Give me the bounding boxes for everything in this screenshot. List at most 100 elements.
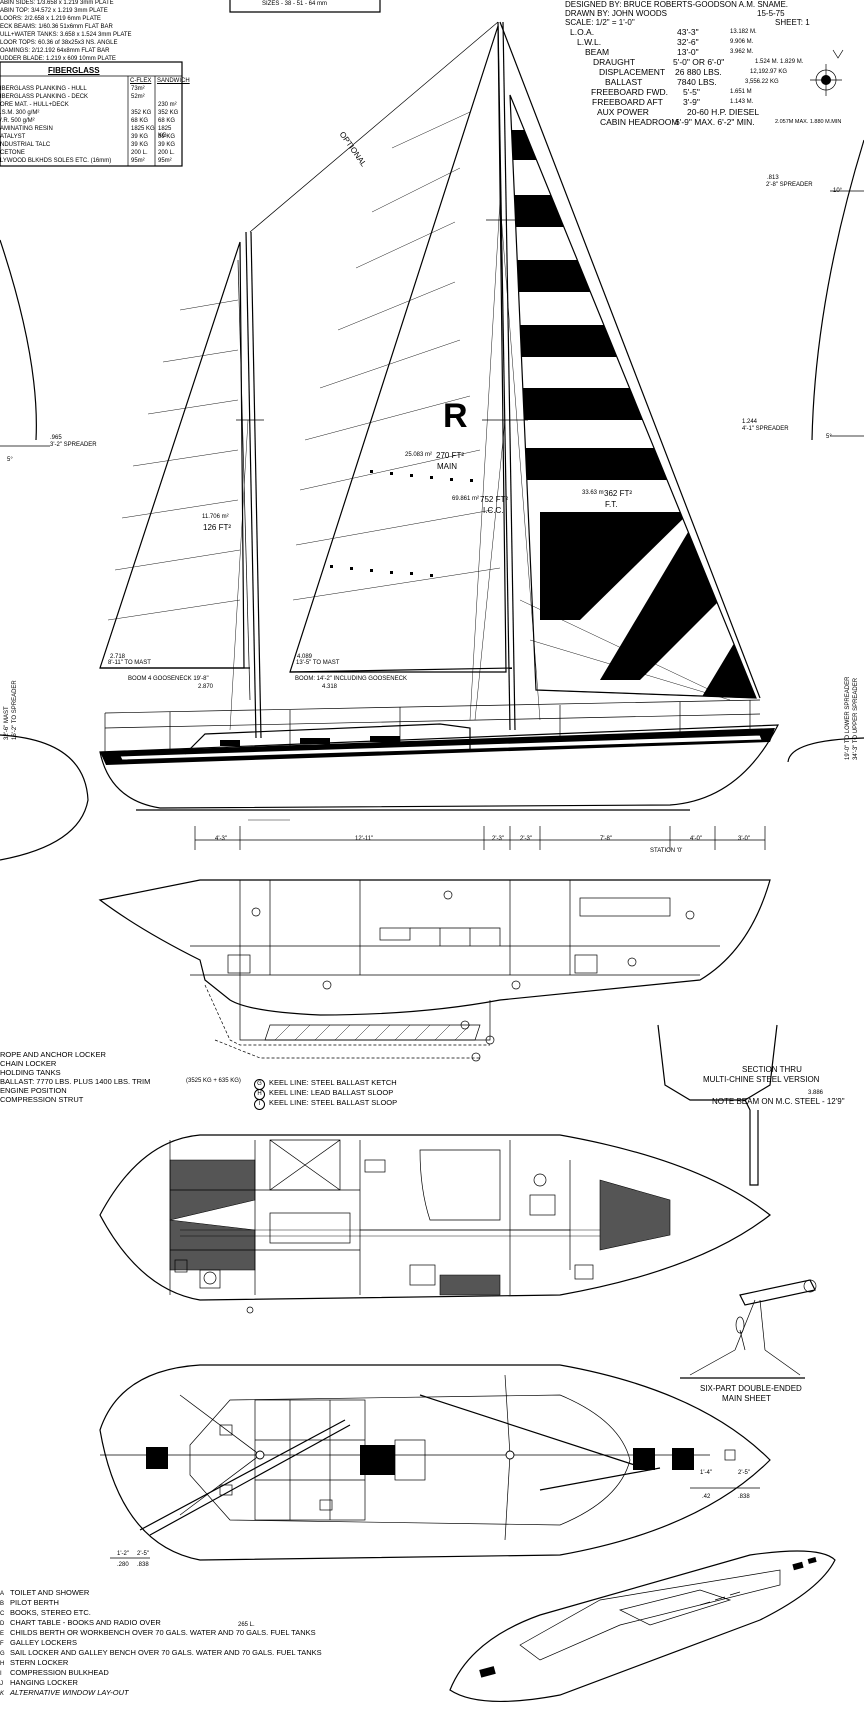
row-sandwich: 39 KG xyxy=(158,134,176,140)
fore-area-metric: 69.861 m² xyxy=(452,496,480,502)
spec-label: BEAM xyxy=(585,47,610,57)
accommodation-plan xyxy=(99,1134,771,1314)
section-thru-drawing xyxy=(657,1024,778,1186)
right-section-detail xyxy=(787,139,864,763)
left-spreader-dim: 16'-2" TO SPREADER xyxy=(12,680,18,740)
station-zero-label: STATION '0' xyxy=(650,848,683,854)
legend-key: I xyxy=(254,1099,265,1110)
station-dim: 4'-0" xyxy=(690,836,702,842)
legend-text: KEEL LINE: STEEL BALLAST KETCH xyxy=(269,1078,397,1087)
legend-left: ROPE AND ANCHOR LOCKER CHAIN LOCKER HOLD… xyxy=(0,1050,260,1106)
row-item: .S.M. 300 g/M² xyxy=(0,110,40,116)
deck-dim-c-metric: .280 xyxy=(117,1562,129,1568)
row-item: /.R. 500 g/M² xyxy=(0,118,35,124)
material-line: LOOR TOPS: 60.36 of 38x25x3 NS. ANGLE xyxy=(0,40,118,46)
spec-label: FREEBOARD FWD. xyxy=(591,87,668,97)
legend-item: COMPRESSION STRUT xyxy=(0,1095,84,1104)
row-item: AMINATING RESIN xyxy=(0,126,53,132)
row-cflex: 73m² xyxy=(131,86,145,92)
boom-ketch-metric: 2.870 xyxy=(198,684,214,690)
station-dim: 2'-3" xyxy=(520,836,532,842)
legend-text: SAIL LOCKER AND GALLEY BENCH OVER 70 GAL… xyxy=(10,1648,322,1657)
spec-label: DRAUGHT xyxy=(593,57,636,67)
mizzen-area-metric: 11.706 m² xyxy=(202,514,229,520)
deck-dim-c: 1'-2" xyxy=(117,1551,129,1557)
legend-item: CHAIN LOCKER xyxy=(0,1059,57,1068)
row-sandwich: 39 KG xyxy=(158,142,176,148)
row-cflex: 52m² xyxy=(131,94,145,100)
spec-metric: 12,192.97 KG xyxy=(750,69,788,75)
deck-dim-d: 2'-5" xyxy=(137,1551,149,1557)
fiberglass-heading: FIBERGLASS xyxy=(48,66,100,75)
spec-value: 32'-6" xyxy=(677,37,699,47)
legend-key: C xyxy=(0,1611,5,1617)
spreader-mid: 4'-1" SPREADER xyxy=(742,426,789,432)
legend-text: KEEL LINE: LEAD BALLAST SLOOP xyxy=(269,1088,394,1097)
left-section-detail xyxy=(0,239,89,861)
row-sandwich: 230 m² xyxy=(158,102,177,108)
row-item: ORE MAT. - HULL+DECK xyxy=(0,102,69,108)
spec-label: DISPLACEMENT xyxy=(599,67,666,77)
mainsheet-title: SIX-PART DOUBLE-ENDED xyxy=(700,1384,802,1393)
deck-dim-a-metric: .42 xyxy=(702,1494,711,1500)
fore-area: 752 FT² xyxy=(480,495,509,504)
spec-value: 20-60 H.P. DIESEL xyxy=(687,107,760,117)
section-note: NOTE BEAM ON M.C. STEEL - 12'9" xyxy=(712,1097,845,1106)
section-title: SECTION THRU xyxy=(742,1065,802,1074)
material-line: ABIN SIDES: 1/3.658 x 1.219 3mm PLATE xyxy=(0,0,114,6)
station-dim: 4'-3" xyxy=(215,836,227,842)
spec-metric: 1.143 M. xyxy=(730,99,754,105)
angle-5-left: 5° xyxy=(7,457,13,463)
spec-label: BALLAST xyxy=(605,77,643,87)
station-dim: 3'-0" xyxy=(738,836,750,842)
legend-item: HOLDING TANKS xyxy=(0,1068,61,1077)
spreader-left-metric: .965 xyxy=(50,435,62,441)
row-sandwich: 95m² xyxy=(158,158,172,164)
spec-value: 3'-9" xyxy=(683,97,700,107)
row-cflex: 1825 KG xyxy=(131,126,155,132)
left-mast-dim: 32'-6" MAST xyxy=(4,706,10,740)
deck-dim-b: 2'-5" xyxy=(738,1470,750,1476)
legend-key: H xyxy=(0,1661,5,1667)
material-line: ECK BEAMS: 1/60.36 51x6mm FLAT BAR xyxy=(0,24,113,30)
spec-label: CABIN HEADROOM xyxy=(600,117,679,127)
legend-key: K xyxy=(0,1691,5,1697)
spreader-mid-metric: 1.244 xyxy=(742,419,758,425)
mast-mizzen: 8'-11" TO MAST xyxy=(108,660,151,666)
spec-value: 43'-3" xyxy=(677,27,699,37)
row-item: NDUSTRIAL TALC xyxy=(0,142,51,148)
scale: SCALE: 1/2" = 1'-0" xyxy=(565,18,635,27)
legend-text: ALTERNATIVE WINDOW LAY-OUT xyxy=(10,1688,129,1697)
ballast-hatch xyxy=(274,1024,471,1041)
material-line: OAMINGS: 2/12.192 64x8mm FLAT BAR xyxy=(0,48,110,54)
main-area: 270 FT² xyxy=(436,451,465,460)
station-dimension-line xyxy=(194,819,766,850)
section-note-metric: 3.886 xyxy=(808,1090,824,1096)
legend-key: D xyxy=(0,1621,5,1627)
row-item: ATALYST xyxy=(0,134,26,140)
spec-value: 5'-5" xyxy=(683,87,700,97)
section-subtitle: MULTI-CHINE STEEL VERSION xyxy=(703,1075,820,1084)
legend-item: ENGINE POSITION xyxy=(0,1086,67,1095)
boom-sloop-metric: 4.318 xyxy=(322,684,338,690)
legend-text: KEEL LINE: STEEL BALLAST SLOOP xyxy=(269,1098,398,1107)
legend-key: I xyxy=(0,1671,2,1677)
legend-item: E CHILDS BERTH OR WORKBENCH OVER 70 GALS.… xyxy=(0,1628,316,1639)
perspective-sketch xyxy=(449,1550,836,1703)
legend-key: E xyxy=(0,1631,5,1637)
spec-value: 13'-0" xyxy=(677,47,699,57)
spec-value: 6'-9" MAX. 6'-2" MIN. xyxy=(675,117,755,127)
legend-text: CHILDS BERTH OR WORKBENCH OVER 70 GALS. … xyxy=(10,1628,316,1637)
legend-key: J xyxy=(0,1681,3,1687)
legend-key: A xyxy=(0,1591,5,1597)
spec-label: L.W.L. xyxy=(577,37,602,47)
legend-key: F xyxy=(0,1641,4,1647)
spec-metric: 2.057M MAX. 1.880 M.MIN xyxy=(775,119,842,125)
